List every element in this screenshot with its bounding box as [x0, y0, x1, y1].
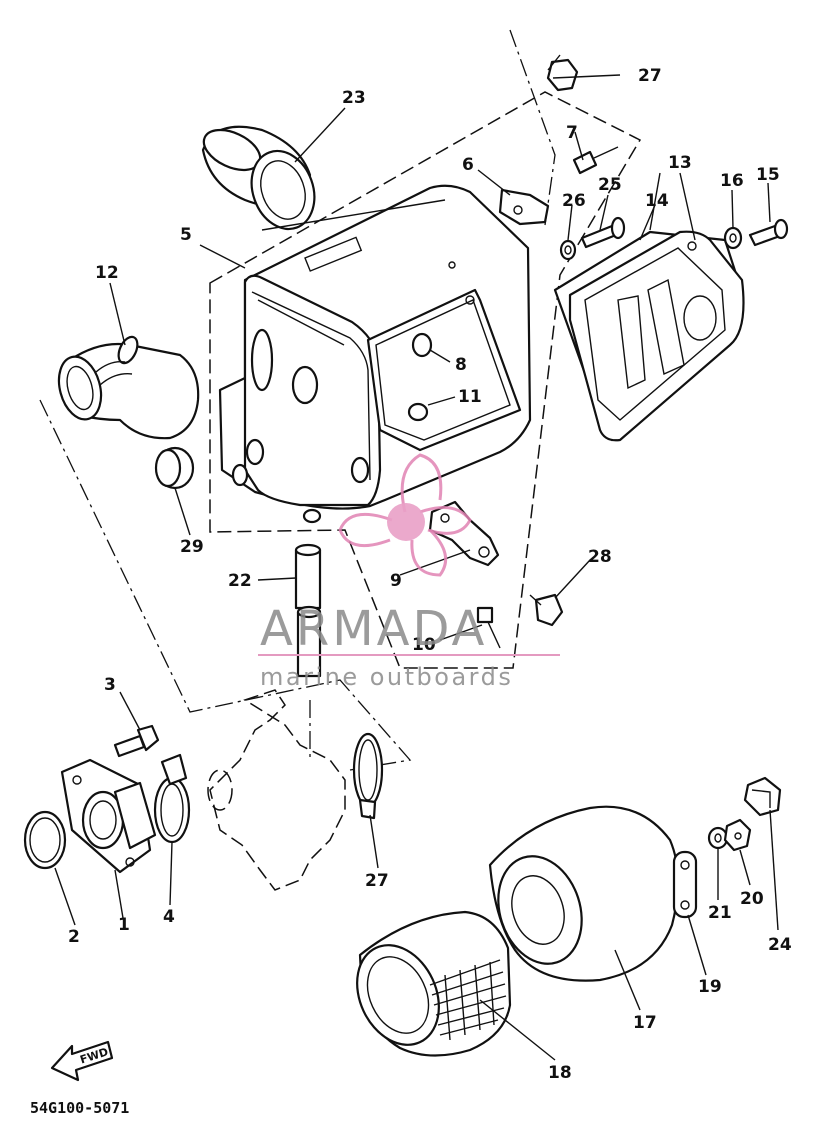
drawing-code: 54G100-5071	[30, 1099, 129, 1117]
part-11-grommet	[407, 402, 429, 422]
part-19-plate	[672, 850, 698, 919]
part-17-foam-element	[488, 805, 680, 982]
callout-26: 26	[562, 191, 586, 211]
part-6-bracket	[498, 188, 550, 226]
callout-29: 29	[180, 537, 204, 557]
callout-21: 21	[708, 903, 732, 923]
callout-9: 9	[390, 571, 402, 591]
part-1-carburetor-joint	[60, 758, 157, 874]
part-12-inlet-joint	[57, 335, 200, 440]
part-18-filter-element	[356, 910, 512, 1057]
part-28-bolt-lower	[529, 593, 564, 627]
watermark-brand: ARMADA	[260, 601, 487, 657]
part-10-screw	[476, 606, 501, 649]
part-5-air-cleaner-case	[218, 184, 532, 524]
callout-13: 13	[668, 153, 692, 173]
part-15-screw	[748, 218, 789, 247]
callout-27: 27	[365, 871, 389, 891]
callout-7: 7	[566, 123, 578, 143]
part-3-bolt	[113, 724, 160, 758]
callouts: 27 23 7 6 13 25 26 14 16 15 5 12 8 11 29…	[68, 66, 792, 1083]
part-26-washer	[559, 239, 577, 261]
assembly-outlines	[39, 29, 642, 771]
armada-watermark: ARMADA marine outboards	[258, 453, 560, 691]
callout-28-lower: 28	[588, 547, 612, 567]
callout-14: 14	[645, 191, 669, 211]
part-27-clamp	[352, 732, 384, 820]
callout-25: 25	[598, 175, 622, 195]
callout-28-upper: 27	[638, 66, 662, 86]
leader-lines	[54, 74, 779, 1061]
part-23-intake-elbow	[201, 125, 316, 231]
callout-3: 3	[104, 675, 116, 695]
callout-23: 23	[342, 88, 366, 108]
armada-logo-icon	[338, 453, 472, 577]
part-24-clip	[743, 776, 782, 817]
callout-18: 18	[548, 1063, 572, 1083]
callout-11: 11	[458, 387, 482, 407]
part-20-nut	[723, 818, 752, 852]
callout-15: 15	[756, 165, 780, 185]
carburetor-reference	[207, 689, 346, 891]
callout-4: 4	[163, 907, 175, 927]
callout-24: 24	[768, 935, 792, 955]
callout-20: 20	[740, 889, 764, 909]
callout-2: 2	[68, 927, 80, 947]
callout-10: 10	[412, 635, 436, 655]
callout-1: 1	[118, 915, 130, 935]
watermark-tagline: marine outboards	[260, 663, 513, 691]
part-22-drain-tube	[294, 543, 322, 678]
callout-22: 22	[228, 571, 252, 591]
callout-6: 6	[462, 155, 474, 175]
part-16-washer	[723, 226, 743, 250]
callout-12: 12	[95, 263, 119, 283]
part-28-bolt-upper	[546, 54, 579, 92]
part-29-grommet	[154, 446, 195, 490]
callout-19: 19	[698, 977, 722, 997]
part-4-clamp	[153, 753, 191, 844]
callout-17: 17	[633, 1013, 657, 1033]
part-25-screw	[580, 216, 626, 249]
part-2-o-ring	[23, 810, 67, 870]
part-7-screw	[572, 146, 619, 175]
callout-8: 8	[455, 355, 467, 375]
fwd-arrow: FWD	[50, 1040, 114, 1082]
part-8-grommet	[411, 332, 433, 358]
part-13-cover	[568, 230, 745, 442]
callout-16: 16	[720, 171, 744, 191]
callout-5: 5	[180, 225, 192, 245]
